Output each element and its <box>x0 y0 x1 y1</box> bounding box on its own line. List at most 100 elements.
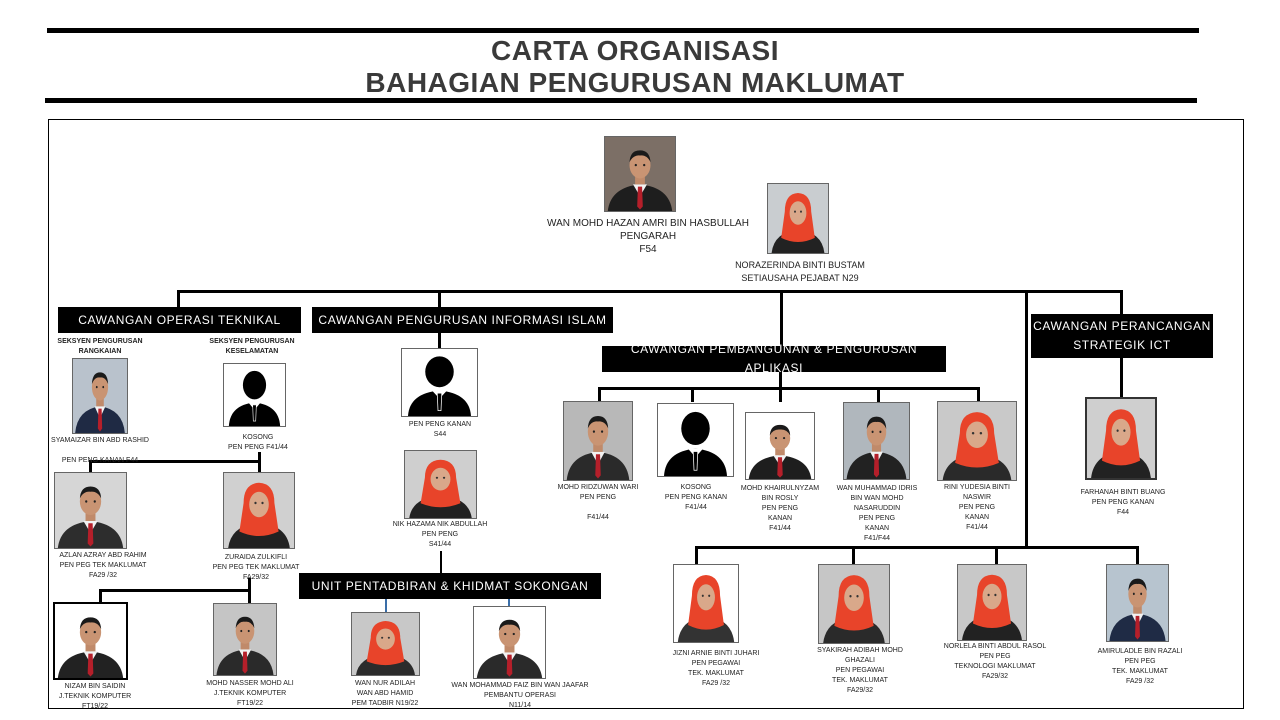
caption-khairulnyzam: MOHD KHAIRULNYZAM BIN ROSLY PEN PENG KAN… <box>740 485 820 532</box>
photo-zuraida <box>223 472 295 549</box>
portrait-graphic <box>55 604 126 678</box>
connector <box>99 589 251 592</box>
caption-farhanah: FARHANAH BINTI BUANG PEN PENG KANAN F44 <box>1080 489 1166 516</box>
portrait-graphic <box>352 613 419 675</box>
photo-wan-nur <box>351 612 420 676</box>
portrait-graphic <box>1087 399 1155 478</box>
portrait-graphic <box>1107 565 1168 641</box>
caption-wan-faiz: WAN MOHAMMAD FAIZ BIN WAN JAAFAR PEMBANT… <box>451 682 589 709</box>
photo-pen-peng-kanan-s44 <box>401 348 478 417</box>
photo-rini <box>937 401 1017 481</box>
chart-title-line2: BAHAGIAN PENGURUSAN MAKLUMAT <box>365 67 905 98</box>
branch-informasi-islam: CAWANGAN PENGURUSAN INFORMASI ISLAM <box>312 307 613 333</box>
portrait-graphic <box>658 404 733 476</box>
connector <box>89 460 261 463</box>
portrait-graphic <box>768 184 828 253</box>
connector <box>695 546 1138 549</box>
connector <box>852 546 855 564</box>
photo-nasser <box>213 603 277 676</box>
caption-idris: WAN MUHAMMAD IDRIS BIN WAN MOHD NASARUDD… <box>836 485 918 542</box>
caption-pen-peng-kanan-s44: PEN PENG KANAN S44 <box>408 421 472 438</box>
photo-azlan <box>54 472 127 549</box>
section-keselamatan: SEKSYEN PENGURUSAN KESELAMATAN <box>209 338 295 355</box>
connector <box>258 452 261 472</box>
photo-syakirah <box>818 564 890 644</box>
branch-strategik-ict: CAWANGAN PERANCANGAN STRATEGIK ICT <box>1031 314 1213 358</box>
photo-ridzuwan <box>563 401 633 481</box>
photo-kosong-keselamatan <box>223 363 286 427</box>
caption-wan-nur: WAN NUR ADILAH WAN ABD HAMID PEM TADBIR … <box>351 680 419 707</box>
portrait-graphic <box>746 413 814 479</box>
photo-jizni <box>673 564 739 643</box>
caption-secretary: NORAZERINDA BINTI BUSTAM SETIAUSAHA PEJA… <box>735 260 865 283</box>
portrait-graphic <box>958 565 1026 640</box>
portrait-graphic <box>405 451 476 518</box>
portrait-graphic <box>844 403 909 479</box>
portrait-graphic <box>214 604 276 675</box>
connector <box>995 546 998 564</box>
portrait-graphic <box>73 359 127 433</box>
connector <box>1120 290 1123 314</box>
branch-aplikasi: CAWANGAN PEMBANGUNAN & PENGURUSAN APLIKA… <box>602 342 946 375</box>
connector <box>779 371 782 402</box>
caption-nik-hazama: NIK HAZAMA NIK ABDULLAH PEN PENG S41/44 <box>392 521 488 548</box>
unit-pentadbiran: UNIT PENTADBIRAN & KHIDMAT SOKONGAN <box>299 573 601 599</box>
photo-secretary <box>767 183 829 254</box>
photo-kosong-aplikasi <box>657 403 734 477</box>
caption-director: WAN MOHD HAZAN AMRI BIN HASBULLAH PENGAR… <box>547 218 749 255</box>
portrait-graphic <box>819 565 889 643</box>
photo-syamaizar <box>72 358 128 434</box>
photo-khairulnyzam <box>745 412 815 480</box>
portrait-graphic <box>402 349 477 416</box>
connector <box>780 290 783 347</box>
branch-operasi-teknikal: CAWANGAN OPERASI TEKNIKAL <box>58 307 301 333</box>
connector <box>977 387 980 402</box>
caption-nasser: MOHD NASSER MOHD ALI J.TEKNIK KOMPUTER F… <box>206 680 294 707</box>
portrait-graphic <box>55 473 126 548</box>
section-rangkaian: SEKSYEN PENGURUSAN RANGKAIAN <box>57 338 143 355</box>
caption-azlan: AZLAN AZRAY ABD RAHIM PEN PEG TEK MAKLUM… <box>59 552 147 579</box>
caption-jizni: JIZNI ARNIE BINTI JUHARI PEN PEGAWAI TEK… <box>672 650 760 687</box>
connector <box>385 599 387 613</box>
chart-frame <box>48 119 1244 709</box>
connector <box>99 589 102 603</box>
caption-kosong-aplikasi: KOSONG PEN PENG KANAN F41/44 <box>664 484 728 511</box>
photo-nik-hazama <box>404 450 477 519</box>
connector <box>1025 290 1028 548</box>
portrait-graphic <box>474 607 545 678</box>
portrait-graphic <box>224 364 285 426</box>
connector <box>877 387 880 402</box>
photo-farhanah <box>1085 397 1157 480</box>
caption-norlela: NORLELA BINTI ABDUL RASOL PEN PEG TEKNOL… <box>943 643 1047 680</box>
caption-nizam: NIZAM BIN SAIDIN J.TEKNIK KOMPUTER FT19/… <box>58 683 132 710</box>
photo-amiruladle <box>1106 564 1169 642</box>
photo-wan-faiz <box>473 606 546 679</box>
title-rule-top <box>47 28 1199 33</box>
connector <box>598 387 601 402</box>
portrait-graphic <box>605 137 675 211</box>
caption-syakirah: SYAKIRAH ADIBAH MOHD GHAZALI PEN PEGAWAI… <box>817 647 903 694</box>
connector <box>177 290 1121 293</box>
connector <box>508 599 510 607</box>
caption-kosong-keselamatan: KOSONG PEN PENG F41/44 <box>228 434 288 451</box>
portrait-graphic <box>224 473 294 548</box>
photo-nizam <box>53 602 128 680</box>
chart-title-line1: CARTA ORGANISASI <box>491 35 779 66</box>
photo-idris <box>843 402 910 480</box>
portrait-graphic <box>564 402 632 480</box>
caption-syamaizar: SYAMAIZAR BIN ABD RASHID PEN PENG KANAN … <box>51 437 149 464</box>
connector <box>695 546 698 564</box>
connector <box>89 460 92 472</box>
photo-norlela <box>957 564 1027 641</box>
connector <box>438 332 441 348</box>
photo-director <box>604 136 676 212</box>
caption-zuraida: ZURAIDA ZULKIFLI PEN PEG TEK MAKLUMAT FA… <box>212 554 300 581</box>
portrait-graphic <box>938 402 1016 480</box>
connector <box>440 551 442 573</box>
portrait-graphic <box>674 565 738 642</box>
connector <box>1136 546 1139 564</box>
connector <box>438 290 441 308</box>
connector <box>1120 357 1123 397</box>
caption-amiruladle: AMIRULADLE BIN RAZALI PEN PEG TEK. MAKLU… <box>1097 648 1183 685</box>
connector <box>691 387 694 402</box>
